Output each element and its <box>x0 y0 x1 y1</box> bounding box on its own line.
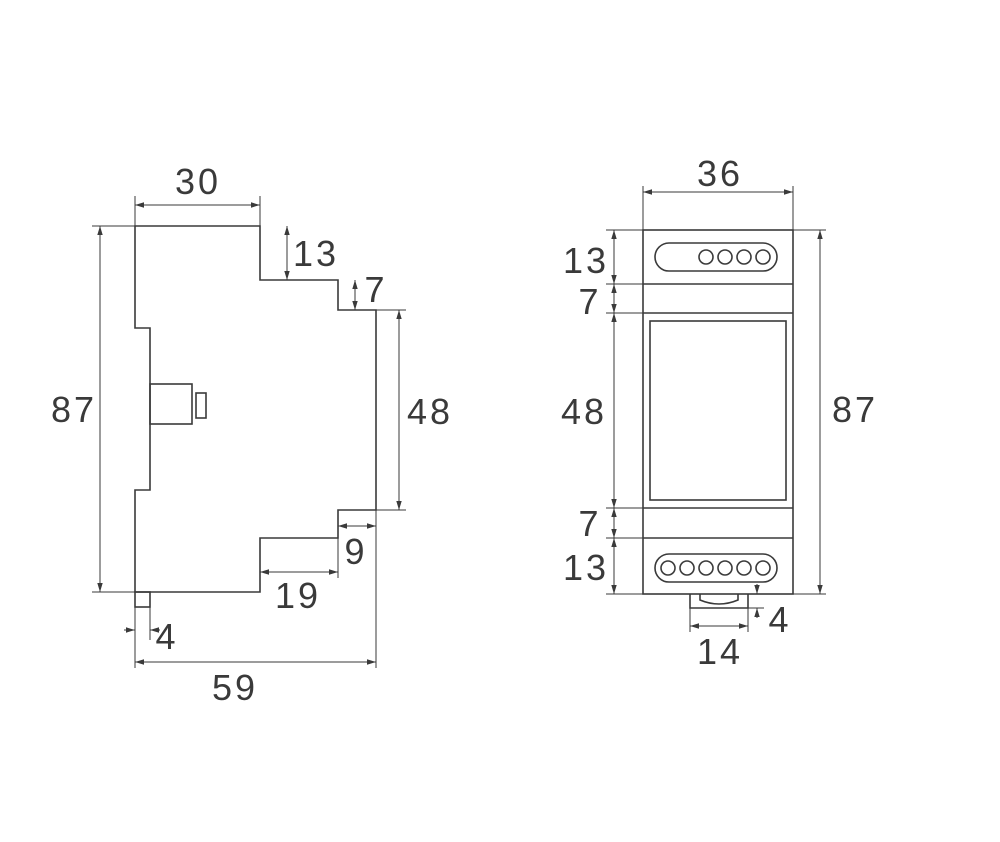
top-terminal-block <box>654 242 778 272</box>
front-view-window <box>649 320 787 501</box>
label-window-height: 48 <box>561 391 607 432</box>
bottom-terminal-screw <box>679 560 695 576</box>
label-front-overall-height: 87 <box>832 389 878 430</box>
side-view-latch <box>149 383 193 425</box>
label-top-terminal: 13 <box>563 240 609 281</box>
label-overall-height: 87 <box>51 389 97 430</box>
label-step-width-bottom: 19 <box>275 575 321 616</box>
side-view-outline <box>134 225 377 593</box>
side-view-latch-slot <box>195 392 207 419</box>
label-step-small-top: 7 <box>364 269 387 310</box>
label-step-bottom: 9 <box>344 531 367 572</box>
label-clip-width: 4 <box>155 616 178 657</box>
label-step-top: 13 <box>293 233 339 274</box>
label-width-top: 30 <box>175 161 221 202</box>
label-bottom-gap: 7 <box>578 503 601 544</box>
label-clip-height: 4 <box>768 599 791 640</box>
front-view: 36 13 7 48 7 13 87 4 14 <box>561 153 878 672</box>
side-view: 30 87 13 7 48 9 19 4 59 <box>51 161 453 708</box>
bottom-terminal-screw <box>736 560 752 576</box>
top-terminal-screw <box>755 249 771 265</box>
label-overall-width: 36 <box>697 153 743 194</box>
bottom-terminal-screw <box>717 560 733 576</box>
front-view-outline <box>642 229 794 595</box>
label-top-gap: 7 <box>578 281 601 322</box>
top-terminal-screw <box>717 249 733 265</box>
din-clip <box>689 594 749 609</box>
top-terminal-screw <box>698 249 714 265</box>
bottom-terminal-block <box>654 553 778 583</box>
bottom-terminal-screw <box>660 560 676 576</box>
bottom-terminal-screw <box>698 560 714 576</box>
label-overall-depth: 59 <box>212 667 258 708</box>
top-terminal-screw <box>736 249 752 265</box>
side-view-clip <box>134 591 151 608</box>
label-clip-width: 14 <box>697 631 743 672</box>
label-front-height: 48 <box>407 391 453 432</box>
bottom-terminal-screw <box>755 560 771 576</box>
label-bottom-terminal: 13 <box>563 547 609 588</box>
